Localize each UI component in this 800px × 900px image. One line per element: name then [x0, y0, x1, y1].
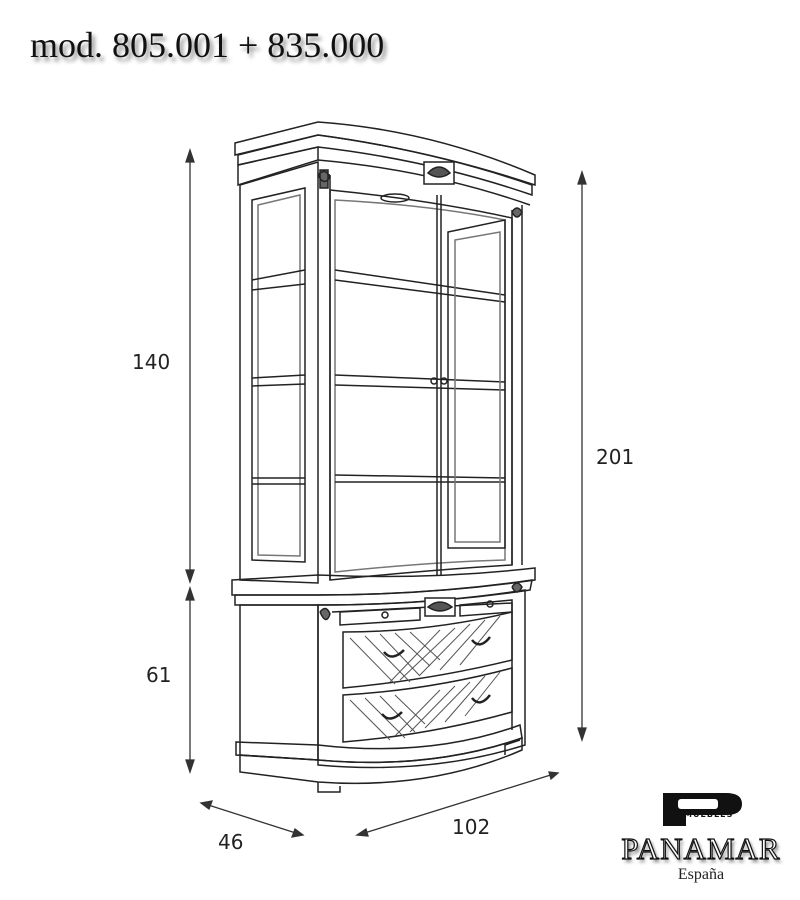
cabinet-lower	[231, 567, 536, 793]
dimension-lines	[185, 147, 587, 838]
panamar-logo: MUEBLES PANAMAR España	[606, 790, 796, 884]
width-label: 102	[452, 815, 491, 839]
depth-label: 46	[218, 830, 244, 854]
lower-height-label: 61	[146, 663, 172, 687]
logo-brand: PANAMAR	[621, 831, 781, 866]
logo-mark-icon	[663, 793, 742, 826]
model-title: mod. 805.001 + 835.000	[30, 25, 385, 65]
total-height-label: 201	[596, 445, 635, 469]
cabinet-upper	[234, 121, 536, 584]
logo-country: España	[677, 866, 725, 883]
logo-subtitle: MUEBLES	[684, 810, 734, 819]
upper-height-label: 140	[132, 350, 171, 374]
